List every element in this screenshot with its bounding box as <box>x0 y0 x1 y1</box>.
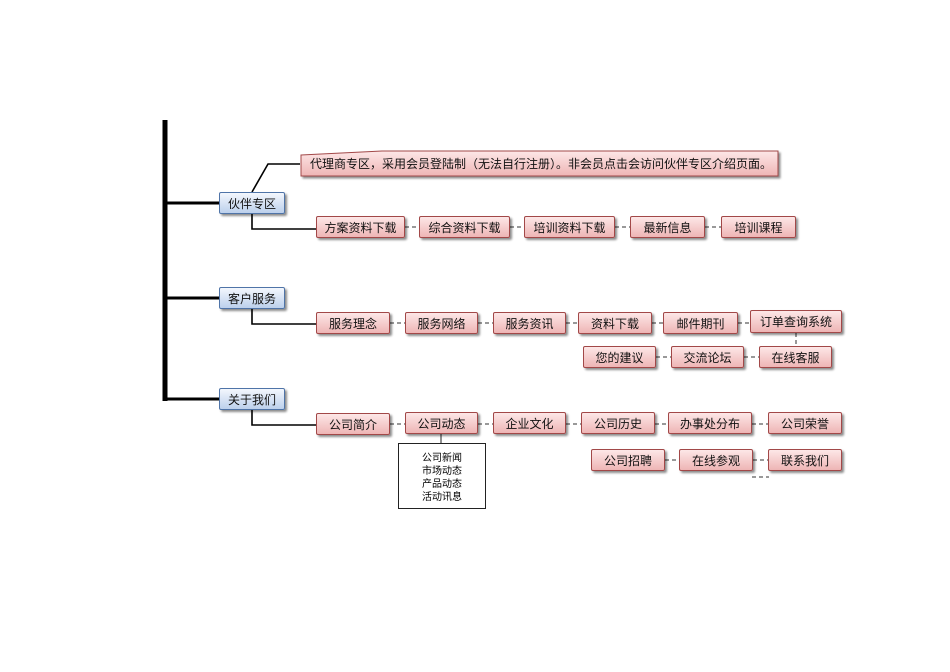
sub-list-item: 公司新闻 <box>422 453 462 464</box>
about-item[interactable]: 企业文化 <box>493 412 566 434</box>
node-label: 公司荣誉 <box>780 416 829 431</box>
partner-item[interactable]: 培训资料下载 <box>524 216 615 238</box>
node-label: 公司招聘 <box>603 453 652 468</box>
connector-about-items <box>251 410 316 426</box>
about-item[interactable]: 办事处分布 <box>668 412 752 434</box>
node-label: 培训课程 <box>734 220 783 235</box>
node-label: 您的建议 <box>595 350 644 365</box>
partner-note-text: 代理商专区，采用会员登陆制（无法自行注册）。非会员点击会访问伙伴专区介绍页面。 <box>310 157 773 171</box>
node-label: 办事处分布 <box>679 416 740 431</box>
node-label: 联系我们 <box>780 453 829 468</box>
node-label: 交流论坛 <box>683 350 732 365</box>
partner-item[interactable]: 最新信息 <box>630 216 705 238</box>
node-label: 在线参观 <box>691 453 740 468</box>
about-item[interactable]: 联系我们 <box>768 449 842 471</box>
partner-note-callout-shape <box>300 150 779 177</box>
partner-item[interactable]: 培训课程 <box>721 216 796 238</box>
node-label: 服务资讯 <box>505 316 554 331</box>
service-item[interactable]: 服务理念 <box>316 312 390 334</box>
service-item[interactable]: 邮件期刊 <box>663 312 738 334</box>
company-news-sub-list: 公司新闻 市场动态 产品动态 活动讯息 <box>398 443 486 509</box>
about-item[interactable]: 公司荣誉 <box>768 412 842 434</box>
node-label: 培训资料下载 <box>533 220 606 235</box>
node-label: 邮件期刊 <box>676 316 725 331</box>
sub-list-item: 活动讯息 <box>422 492 462 503</box>
node-label: 服务网络 <box>417 316 466 331</box>
partner-item[interactable]: 综合资料下载 <box>419 216 510 238</box>
service-item[interactable]: 您的建议 <box>583 346 656 368</box>
partner-item[interactable]: 方案资料下载 <box>316 216 405 238</box>
connector-service-items <box>251 309 316 325</box>
about-item[interactable]: 在线参观 <box>679 449 753 471</box>
section-title: 关于我们 <box>227 392 276 407</box>
node-label: 资料下载 <box>590 316 639 331</box>
node-label: 在线客服 <box>771 350 820 365</box>
section-title: 客户服务 <box>227 291 276 306</box>
node-label: 企业文化 <box>505 416 554 431</box>
node-label: 综合资料下载 <box>428 220 501 235</box>
node-label: 服务理念 <box>328 316 377 331</box>
partner-note-callout: 代理商专区，采用会员登陆制（无法自行注册）。非会员点击会访问伙伴专区介绍页面。 <box>300 150 778 177</box>
node-label: 方案资料下载 <box>324 220 397 235</box>
connector-partner-items <box>251 214 316 230</box>
section-node-about[interactable]: 关于我们 <box>219 388 285 410</box>
about-item[interactable]: 公司招聘 <box>591 449 665 471</box>
sub-list-item: 市场动态 <box>422 466 462 477</box>
node-label: 订单查询系统 <box>759 315 832 329</box>
about-item[interactable]: 公司动态 <box>405 412 478 434</box>
service-item[interactable]: 服务资讯 <box>493 312 566 334</box>
service-item[interactable]: 订单查询系统 <box>750 310 842 333</box>
sub-list-item: 产品动态 <box>422 479 462 490</box>
service-item[interactable]: 资料下载 <box>578 312 652 334</box>
about-item[interactable]: 公司简介 <box>316 413 390 435</box>
node-label: 最新信息 <box>643 220 692 235</box>
node-label: 公司动态 <box>417 416 466 431</box>
connector-partner-note <box>251 163 300 193</box>
service-item[interactable]: 服务网络 <box>405 312 478 334</box>
node-label: 公司历史 <box>593 416 642 431</box>
service-item[interactable]: 交流论坛 <box>671 346 744 368</box>
section-node-service[interactable]: 客户服务 <box>219 287 285 309</box>
node-label: 公司简介 <box>328 417 377 432</box>
section-node-partner[interactable]: 伙伴专区 <box>219 192 285 214</box>
service-item[interactable]: 在线客服 <box>759 346 832 368</box>
section-title: 伙伴专区 <box>227 196 276 211</box>
about-item[interactable]: 公司历史 <box>581 412 655 434</box>
